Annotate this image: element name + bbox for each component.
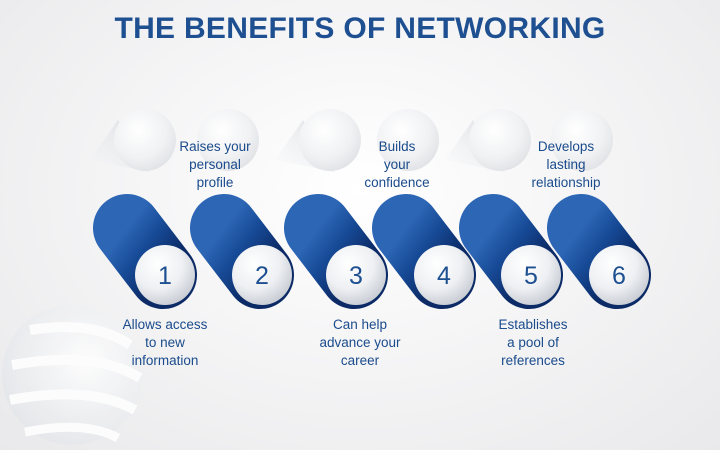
- benefit-label-line: lasting: [546, 157, 586, 172]
- ghost-ball: [197, 109, 259, 171]
- number-ball-3: 3: [326, 245, 386, 305]
- number-ball-6: 6: [589, 245, 649, 305]
- benefit-label-line: Develops: [537, 139, 595, 154]
- benefit-label-line: confidence: [364, 175, 430, 190]
- number-ball-2: 2: [232, 245, 292, 305]
- ghost-ball: [377, 109, 439, 171]
- benefit-label-3: Can help advance your career: [295, 316, 425, 370]
- number-6: 6: [612, 262, 626, 290]
- benefit-label-line: your: [383, 157, 411, 172]
- benefit-label-line: Establishes: [498, 317, 568, 332]
- ghost-ball: [275, 109, 361, 172]
- benefit-label-line: a pool of: [507, 335, 559, 350]
- benefit-label-line: information: [131, 353, 199, 368]
- ghost-ball: [551, 109, 613, 171]
- benefit-label-4: Builds your confidence: [332, 138, 462, 192]
- number-2: 2: [255, 262, 269, 290]
- benefit-label-line: personal: [189, 157, 241, 172]
- number-3: 3: [349, 262, 363, 290]
- ghost-ball: [90, 109, 176, 172]
- benefit-label-line: Can help: [332, 317, 388, 332]
- benefit-label-line: Builds: [378, 139, 416, 154]
- number-ball-4: 4: [414, 245, 474, 305]
- number-ball-5: 5: [501, 245, 561, 305]
- benefit-label-6: Develops lasting relationship: [501, 138, 631, 192]
- benefit-label-line: profile: [196, 175, 234, 190]
- globe-watermark-icon: [2, 305, 143, 445]
- number-4: 4: [437, 262, 451, 290]
- benefit-label-line: Allows access: [122, 317, 208, 332]
- benefit-label-1: Allows access to new information: [100, 316, 230, 370]
- benefit-label-line: relationship: [531, 175, 601, 190]
- benefit-label-5: Establishes a pool of references: [468, 316, 598, 370]
- infographic-title: THE BENEFITS OF NETWORKING: [114, 12, 606, 45]
- number-ball-1: 1: [135, 245, 195, 305]
- benefit-label-line: to new: [145, 335, 185, 350]
- ghost-ball: [445, 109, 531, 172]
- benefit-label-line: career: [340, 353, 380, 368]
- benefit-label-line: Raises your: [179, 139, 251, 154]
- benefit-label-2: Raises your personal profile: [150, 138, 280, 192]
- benefit-label-line: advance your: [319, 335, 401, 350]
- number-1: 1: [158, 262, 172, 290]
- number-5: 5: [524, 262, 538, 290]
- benefit-label-line: references: [501, 353, 565, 368]
